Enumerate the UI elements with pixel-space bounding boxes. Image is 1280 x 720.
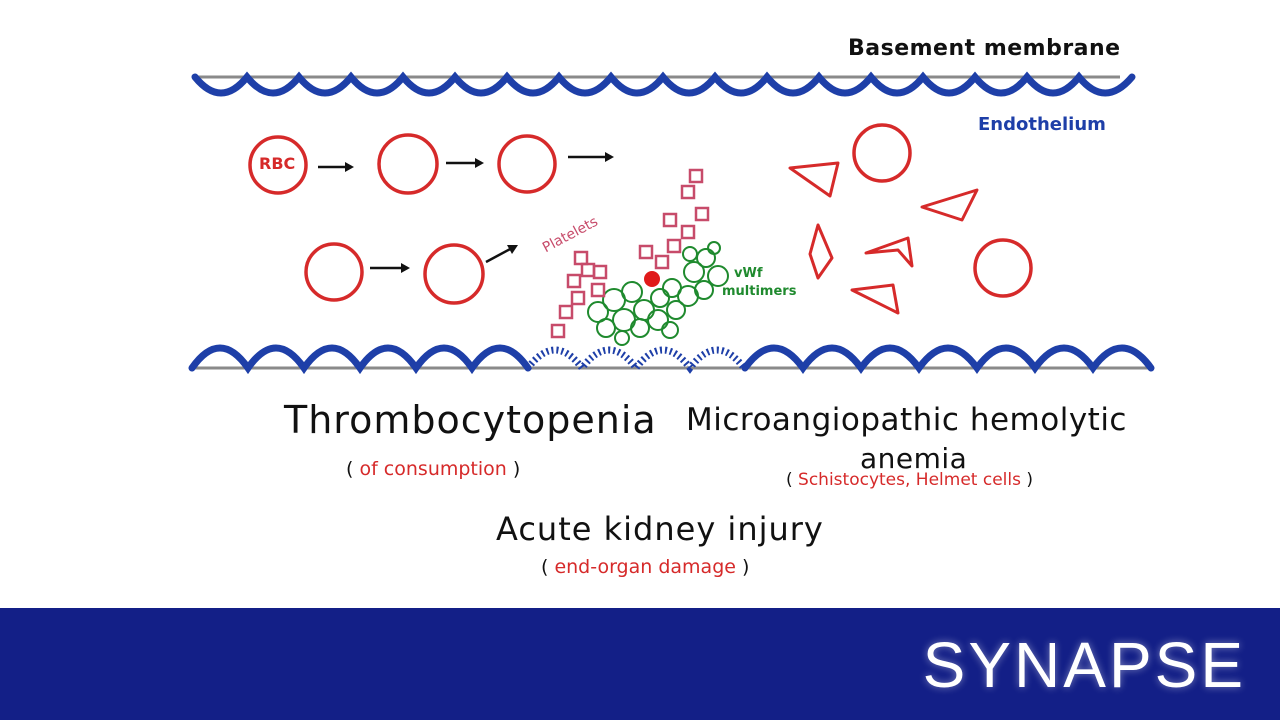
finding-thrombocytopenia-note: ( of consumption ) [346,458,521,480]
diagram-stage: Basement membrane Endothelium RBC Platel… [188,36,1155,578]
vwf-multimers [587,241,729,346]
schistocytes [788,161,979,315]
vwf-multimers-label: multimers [722,284,797,299]
platelet [638,244,654,260]
endothelium-bottom-left [188,344,532,375]
platelet [662,212,678,228]
schistocyte [808,223,834,280]
platelet [550,323,566,339]
rbc-cell [304,242,364,302]
rbc-cell [497,134,557,194]
brand-logo: SYNAPSE [922,629,1246,701]
finding-mah-note: ( Schistocytes, Helmet cells ) [786,470,1034,490]
platelet [570,290,586,306]
basement-membrane-label: Basement membrane [848,36,1121,61]
footer-bar: SYNAPSE [0,608,1280,720]
platelet [592,264,608,280]
vessel-diagram [188,71,1155,375]
schistocyte [920,188,979,222]
rbc-cell [973,238,1033,298]
rbc-cell [377,133,439,195]
note-text: Schistocytes, Helmet cells [798,470,1021,490]
rbc-cell [423,243,485,305]
endothelium-damaged [525,346,747,374]
platelet [566,273,582,289]
platelet [573,250,589,266]
schistocyte [850,283,900,315]
vwf-label: vWf [734,266,763,281]
rbc-label: RBC [259,154,296,173]
platelet [680,184,696,200]
finding-mah-line1: Microangiopathic hemolytic [686,402,1127,438]
platelet [694,206,710,222]
endothelium-label: Endothelium [978,114,1106,135]
platelets [550,168,710,339]
finding-mah-line2: anemia [860,442,968,475]
flow-arrows [318,152,614,273]
platelet [666,238,682,254]
finding-aki: Acute kidney injury [496,510,824,548]
rbc-group [248,123,1033,305]
activated-platelet [644,271,660,287]
helmet-cell [864,236,914,268]
endothelium-top [191,71,1136,97]
note-text: of consumption [359,458,507,480]
finding-aki-note: ( end-organ damage ) [541,556,750,578]
platelet [580,262,596,278]
note-text: end-organ damage [554,556,736,578]
endothelium-bottom-right [741,344,1155,374]
schistocyte [788,161,840,198]
platelet [590,282,606,298]
rbc-cell [248,135,308,195]
platelet [558,304,574,320]
platelet [688,168,704,184]
rbc-cell [852,123,912,183]
finding-thrombocytopenia: Thrombocytopenia [284,398,657,442]
platelet [680,224,696,240]
platelet [654,254,670,270]
